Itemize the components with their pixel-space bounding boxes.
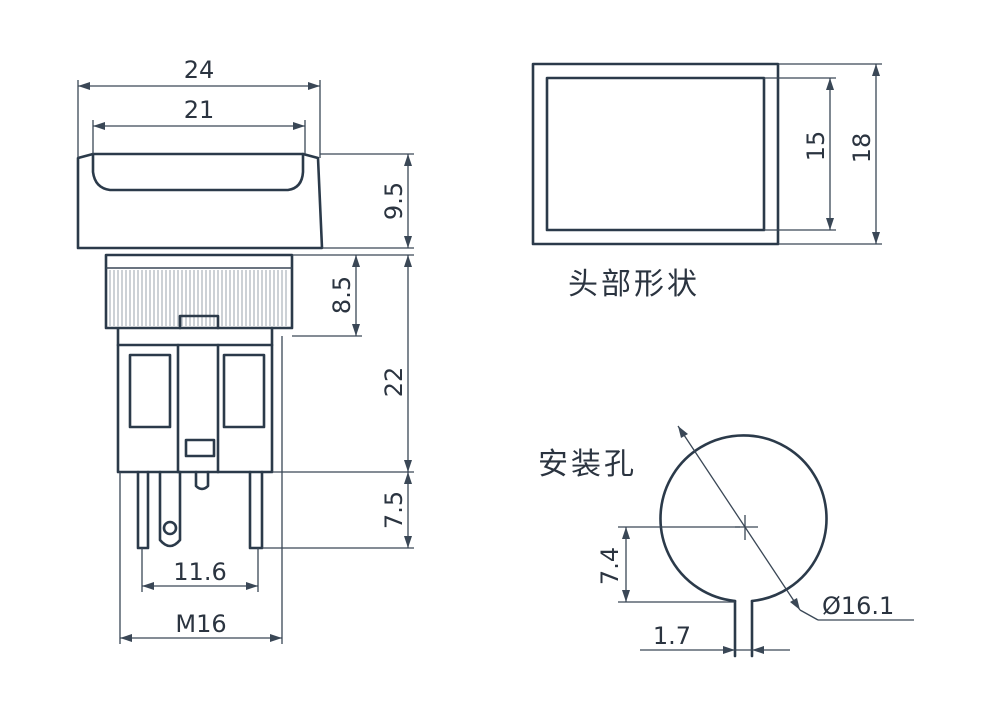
center-tab — [178, 314, 220, 330]
head-inner-rect — [545, 76, 766, 232]
dim-7-5: 7.5 — [262, 472, 414, 549]
dim-label-1-7: 1.7 — [653, 622, 691, 650]
dim-18: 18 — [778, 63, 882, 245]
dim-label-15: 15 — [802, 131, 830, 162]
dim-label-18: 18 — [848, 133, 876, 164]
pin-mid — [194, 470, 210, 491]
dim-label-d16-1: Ø16.1 — [822, 592, 894, 620]
pin-center — [158, 470, 182, 548]
dim-label-7-4: 7.4 — [596, 547, 624, 585]
dim-15: 15 — [764, 77, 836, 231]
dim-label-7-5: 7.5 — [380, 491, 408, 529]
dim-label-11-6: 11.6 — [173, 558, 226, 586]
knurled-collar — [104, 253, 294, 330]
dim-9-5: 9.5 — [320, 153, 414, 249]
head-shape-view — [531, 62, 780, 246]
dim-label-24: 24 — [184, 56, 215, 84]
bottom-slot — [184, 438, 216, 458]
dim-7-4: 7.4 — [596, 526, 740, 603]
collar-hatching — [109, 270, 287, 326]
right-window — [222, 353, 266, 429]
cap-lens-curve — [91, 152, 305, 192]
dim-11-6: 11.6 — [141, 548, 259, 592]
pin-left — [136, 470, 150, 550]
mount-hole-outline — [659, 434, 828, 603]
dim-label-22: 22 — [380, 367, 408, 398]
connector-body — [116, 326, 274, 474]
head-outer-rect — [531, 62, 780, 246]
mount-hole-label: 安装孔 — [538, 447, 637, 482]
dim-21: 21 — [92, 96, 306, 154]
head-shape-label: 头部形状 — [568, 267, 700, 302]
dim-8-5: 8.5 — [292, 254, 362, 337]
dim-label-m16: M16 — [175, 610, 226, 638]
diameter-line — [677, 425, 801, 611]
mount-hole-view: Ø16.1 — [659, 425, 914, 658]
left-window — [128, 353, 172, 429]
pin-right — [248, 470, 264, 550]
key-slot — [733, 599, 754, 658]
dim-label-8-5: 8.5 — [328, 276, 356, 314]
switch-cap — [76, 152, 324, 250]
dim-1-7: 1.7 — [640, 622, 790, 654]
dim-22: 22 — [272, 254, 414, 473]
dim-24: 24 — [77, 56, 321, 158]
dim-label-9-5: 9.5 — [380, 182, 408, 220]
side-view — [76, 152, 324, 550]
dim-m16: M16 — [119, 336, 283, 644]
dim-label-21: 21 — [184, 96, 215, 124]
